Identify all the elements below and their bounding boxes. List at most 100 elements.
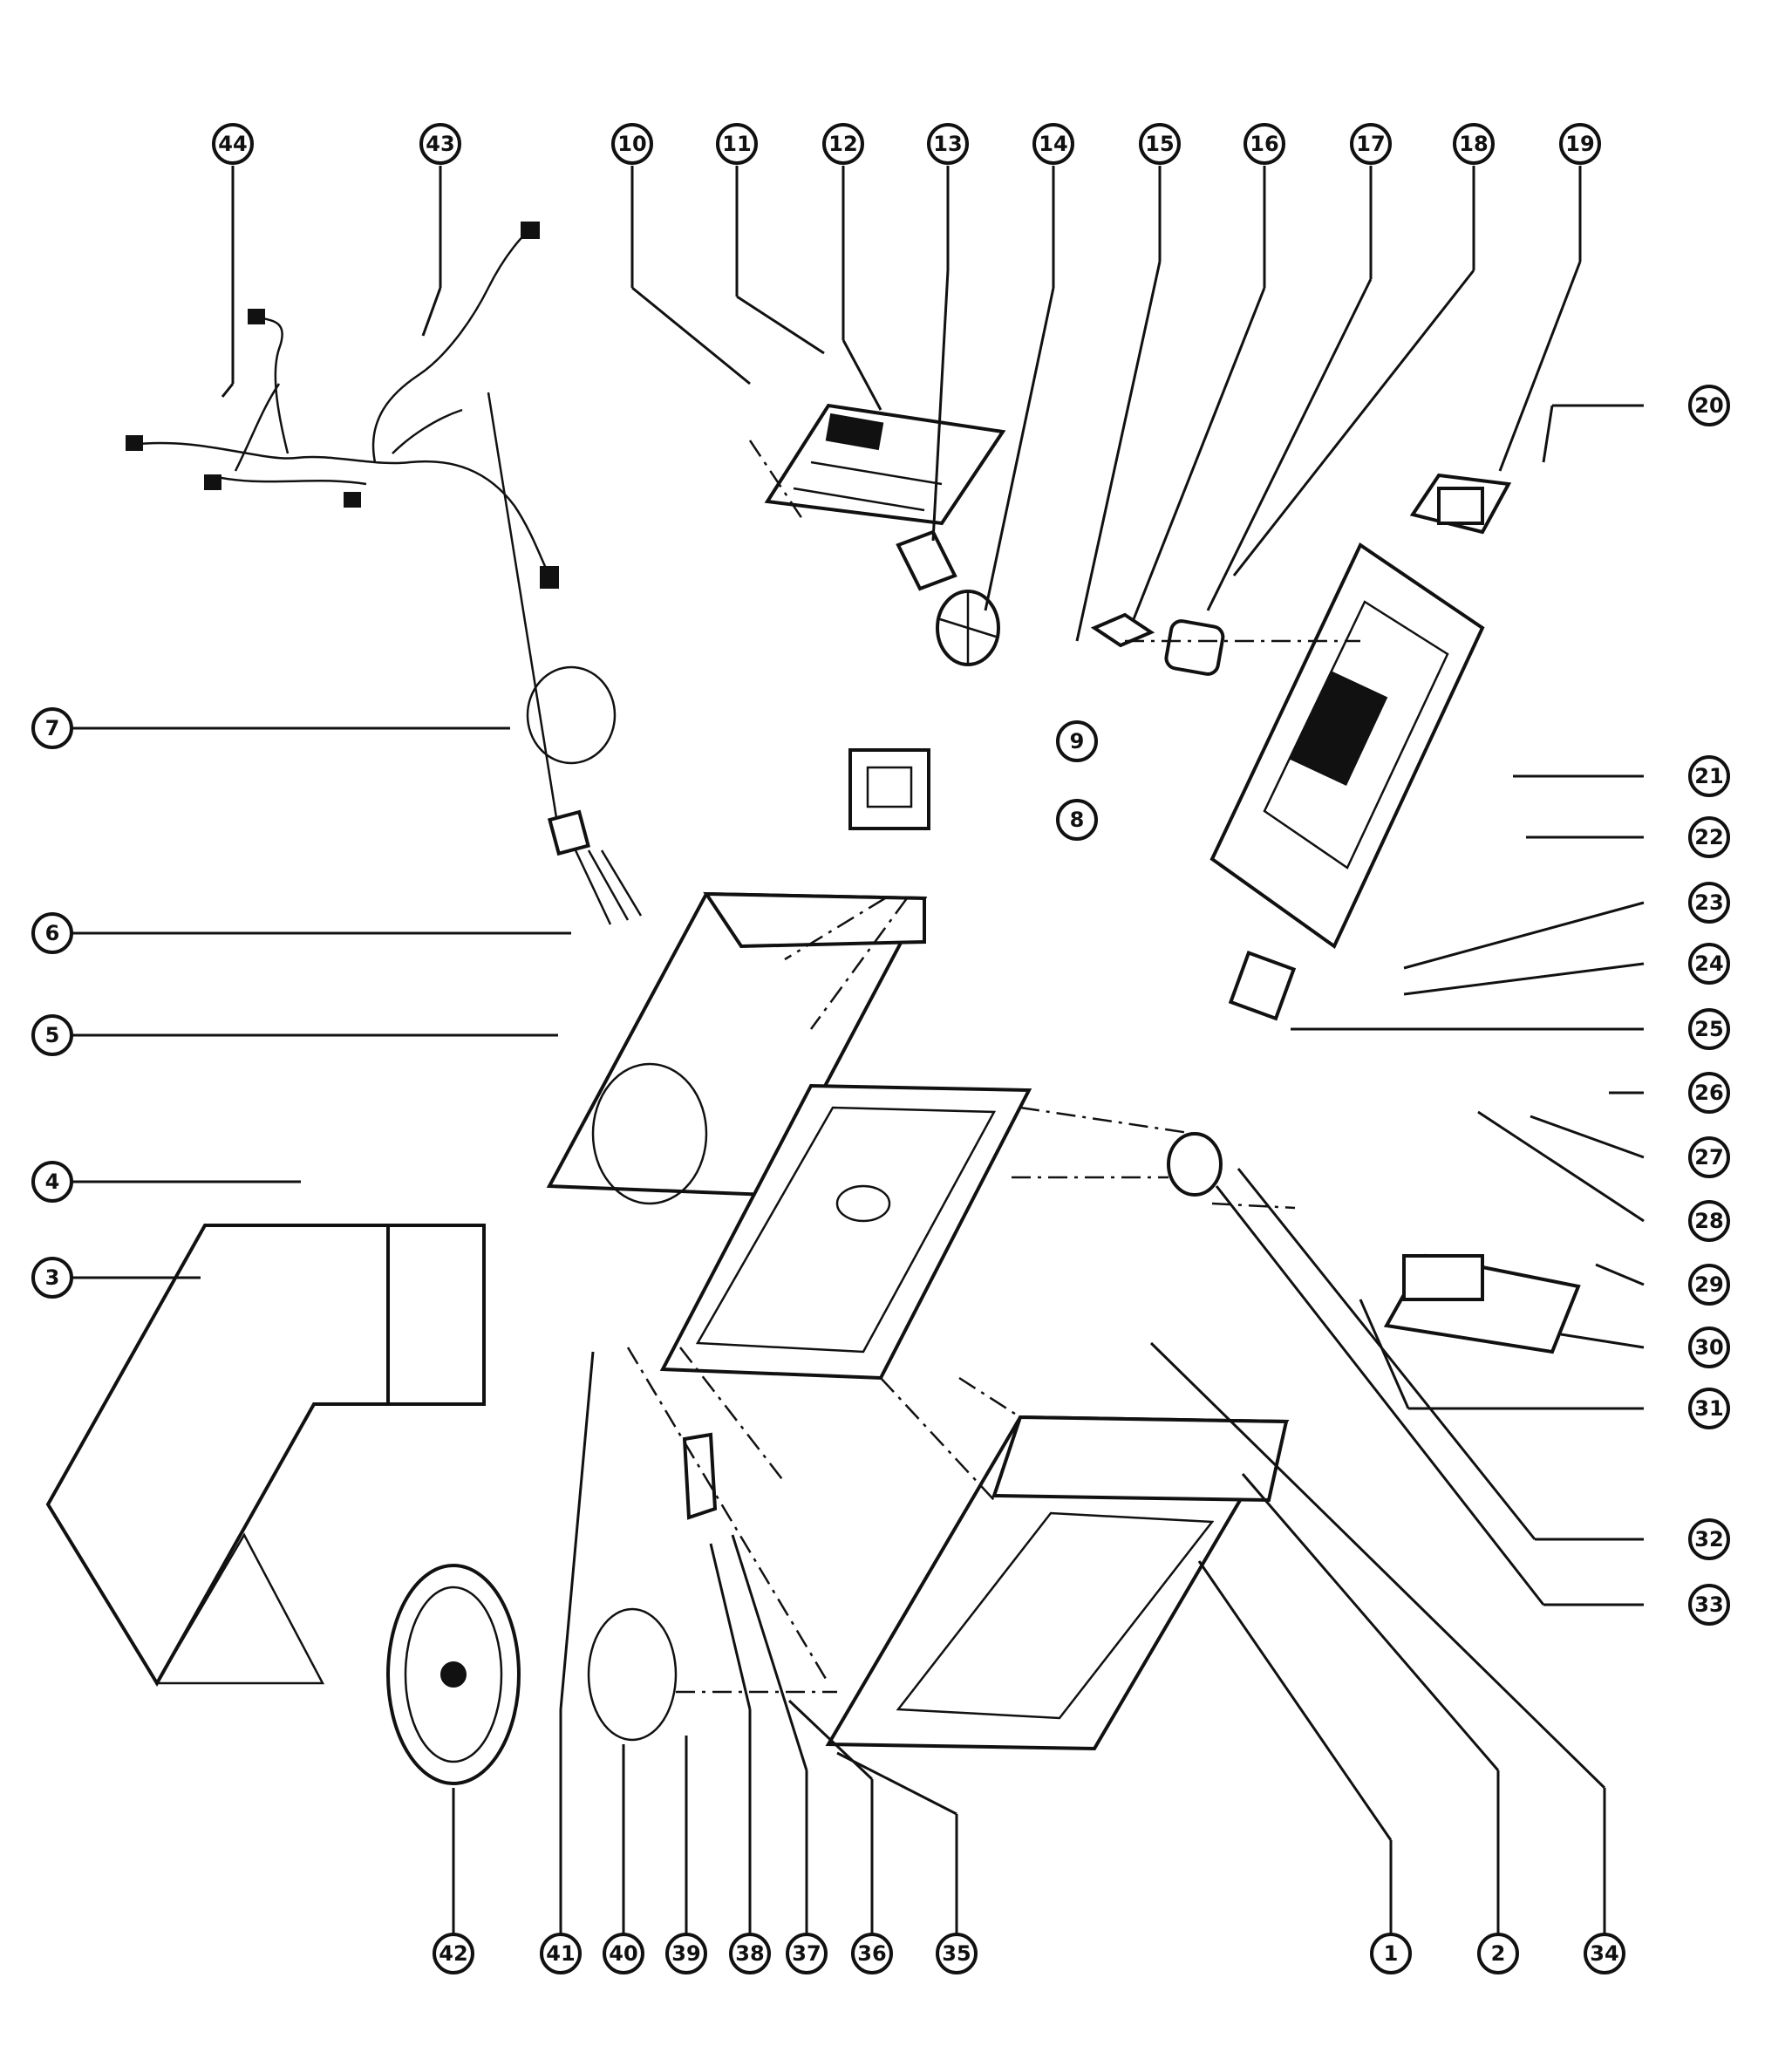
svg-text:35: 35 (942, 1941, 971, 1966)
svg-text:4: 4 (45, 1170, 60, 1194)
svg-text:18: 18 (1459, 132, 1488, 156)
switch-assembly (1167, 1132, 1581, 1354)
callout-40: 40 (603, 1933, 644, 1974)
svg-text:43: 43 (426, 132, 454, 156)
callout-12: 12 (822, 123, 864, 165)
callout-11: 11 (716, 123, 758, 165)
callout-4: 4 (31, 1161, 73, 1203)
svg-text:3: 3 (45, 1265, 60, 1290)
outer-cabinet (45, 1224, 486, 1687)
callout-39: 39 (665, 1933, 707, 1974)
svg-text:10: 10 (617, 132, 646, 156)
turntable-tray (386, 1564, 521, 1785)
svg-text:23: 23 (1694, 890, 1723, 915)
callout-37: 37 (786, 1933, 828, 1974)
svg-text:39: 39 (671, 1941, 700, 1966)
callout-1: 1 (1370, 1933, 1412, 1974)
callout-22: 22 (1688, 816, 1730, 858)
svg-text:11: 11 (722, 132, 751, 156)
svg-text:27: 27 (1694, 1145, 1723, 1170)
callout-44: 44 (212, 123, 254, 165)
control-board (764, 403, 1006, 666)
leader-lines (70, 166, 1645, 1936)
svg-text:28: 28 (1694, 1209, 1723, 1233)
callout-15: 15 (1139, 123, 1181, 165)
svg-text:8: 8 (1070, 808, 1085, 832)
callout-27: 27 (1688, 1136, 1730, 1178)
svg-text:24: 24 (1694, 951, 1723, 976)
svg-text:6: 6 (45, 921, 60, 945)
door-assembly (825, 1415, 1290, 1751)
svg-text:25: 25 (1694, 1017, 1723, 1041)
callout-42: 42 (433, 1933, 474, 1974)
svg-text:32: 32 (1694, 1527, 1723, 1552)
oven-cavity (546, 891, 1032, 1381)
callout-8: 8 (1056, 799, 1098, 841)
callout-34: 34 (1584, 1933, 1625, 1974)
callout-5: 5 (31, 1014, 73, 1056)
callout-10: 10 (611, 123, 653, 165)
svg-text:44: 44 (218, 132, 247, 156)
callout-38: 38 (729, 1933, 771, 1974)
svg-text:30: 30 (1694, 1335, 1723, 1360)
callout-7: 7 (31, 707, 73, 749)
callout-20: 20 (1688, 385, 1730, 426)
svg-text:13: 13 (933, 132, 962, 156)
svg-text:21: 21 (1694, 764, 1723, 788)
svg-text:34: 34 (1590, 1941, 1618, 1966)
magnetron (848, 748, 930, 830)
callout-28: 28 (1688, 1200, 1730, 1242)
power-cord (487, 392, 643, 925)
callout-29: 29 (1688, 1264, 1730, 1306)
svg-text:12: 12 (828, 132, 857, 156)
callout-6: 6 (31, 912, 73, 954)
callout-26: 26 (1688, 1072, 1730, 1114)
callout-18: 18 (1453, 123, 1495, 165)
svg-text:26: 26 (1694, 1081, 1723, 1105)
svg-text:15: 15 (1145, 132, 1174, 156)
svg-text:36: 36 (857, 1941, 886, 1966)
callout-17: 17 (1350, 123, 1392, 165)
callout-41: 41 (540, 1933, 582, 1974)
svg-text:40: 40 (609, 1941, 637, 1966)
roller-ring (587, 1432, 718, 1742)
svg-text:29: 29 (1694, 1272, 1723, 1297)
svg-text:17: 17 (1356, 132, 1385, 156)
callout-25: 25 (1688, 1008, 1730, 1050)
callout-31: 31 (1688, 1388, 1730, 1429)
callout-33: 33 (1688, 1584, 1730, 1626)
callout-43: 43 (419, 123, 461, 165)
callout-16: 16 (1243, 123, 1285, 165)
callout-14: 14 (1032, 123, 1074, 165)
callout-30: 30 (1688, 1326, 1730, 1368)
svg-text:42: 42 (439, 1941, 467, 1966)
svg-text:7: 7 (45, 716, 60, 740)
svg-text:41: 41 (546, 1941, 575, 1966)
callout-24: 24 (1688, 943, 1730, 985)
callout-3: 3 (31, 1257, 73, 1299)
svg-text:38: 38 (735, 1941, 764, 1966)
callout-32: 32 (1688, 1518, 1730, 1560)
callout-19: 19 (1559, 123, 1601, 165)
callout-13: 13 (927, 123, 969, 165)
wire-harness (126, 222, 559, 589)
transformer (1409, 473, 1512, 535)
svg-text:1: 1 (1384, 1941, 1399, 1966)
callout-36: 36 (851, 1933, 893, 1974)
svg-text:20: 20 (1694, 393, 1723, 418)
svg-text:31: 31 (1694, 1396, 1723, 1421)
svg-text:22: 22 (1694, 825, 1723, 849)
capacitor-assembly (1090, 612, 1225, 676)
svg-text:19: 19 (1565, 132, 1594, 156)
svg-text:16: 16 (1250, 132, 1278, 156)
callout-35: 35 (936, 1933, 978, 1974)
callout-23: 23 (1688, 882, 1730, 924)
svg-text:2: 2 (1491, 1941, 1506, 1966)
svg-text:9: 9 (1070, 729, 1085, 754)
callout-21: 21 (1688, 755, 1730, 797)
svg-text:33: 33 (1694, 1592, 1723, 1617)
callout-9: 9 (1056, 720, 1098, 762)
svg-text:37: 37 (792, 1941, 821, 1966)
callout-2: 2 (1477, 1933, 1519, 1974)
